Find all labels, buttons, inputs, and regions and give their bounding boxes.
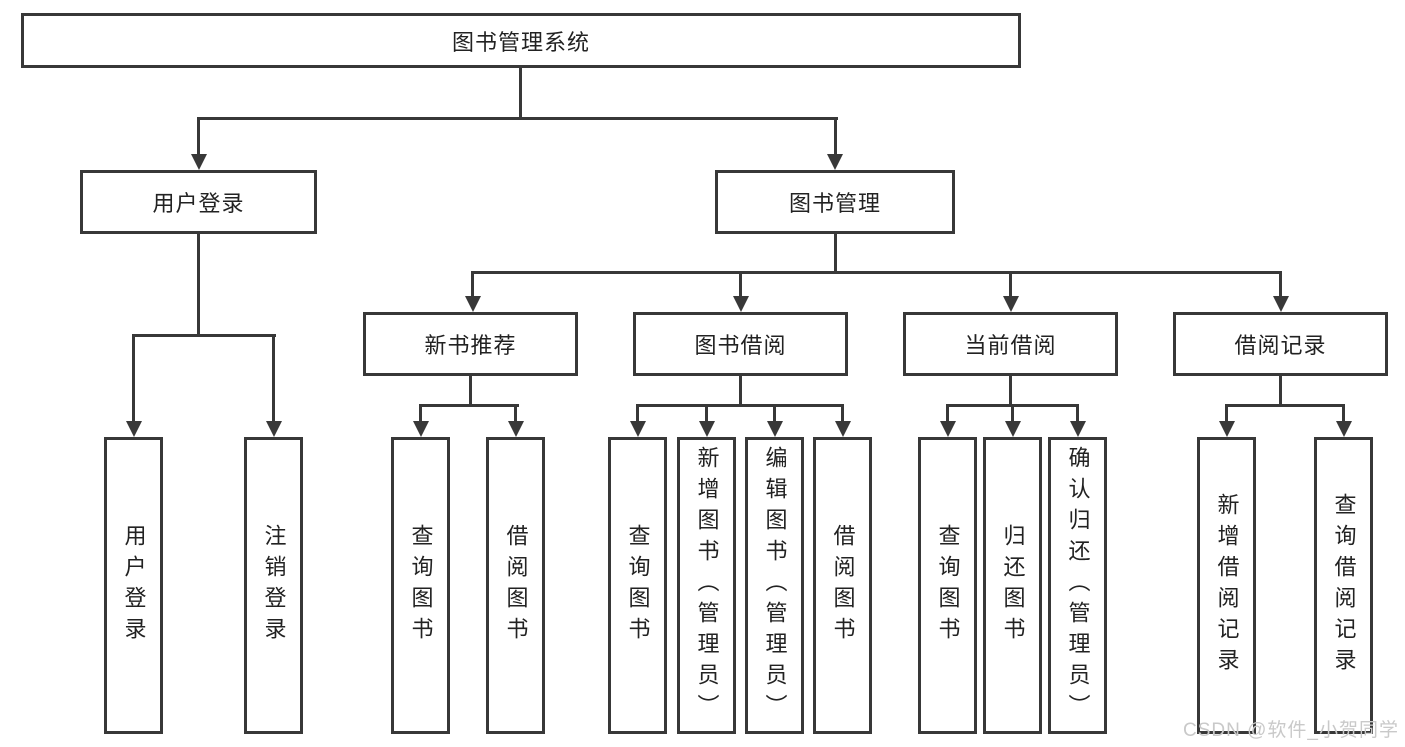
node-current-borrow: 当前借阅 — [903, 312, 1118, 376]
node-new-book-recommend-label: 新书推荐 — [424, 333, 517, 358]
leaf-bb-edit-book-admin: 编辑图书（管理员） — [745, 437, 804, 734]
arrowhead-current-borrow — [1002, 296, 1019, 312]
arrowhead-cb-query — [939, 421, 956, 437]
node-book-management: 图书管理 — [715, 170, 955, 234]
connector-drop-bb-add — [705, 403, 708, 423]
node-borrow-records-label: 借阅记录 — [1234, 333, 1327, 358]
leaf-bb-add-book-admin-label: 新增图书（管理员） — [694, 446, 720, 725]
leaf-cb-return-book-label: 归还图书 — [1000, 523, 1026, 648]
leaf-bb-edit-book-admin-label: 编辑图书（管理员） — [762, 446, 788, 725]
arrowhead-bb-query — [629, 421, 646, 437]
connector-drop-leaf-login — [132, 333, 135, 423]
connector-borrow-records-feed — [1279, 376, 1282, 405]
connector-drop-user-login — [197, 116, 200, 155]
connector-drop-cb-query — [946, 403, 949, 423]
leaf-br-add-record-label: 新增借阅记录 — [1214, 492, 1240, 679]
connector-drop-bb-edit — [773, 403, 776, 423]
leaf-nb-borrow-book-label: 借阅图书 — [503, 523, 529, 648]
connector-root-split — [197, 116, 838, 120]
connector-borrow-records-split — [1225, 403, 1344, 407]
arrowhead-leaf-logout — [265, 421, 282, 437]
connector-drop-nb-query — [419, 403, 422, 423]
leaf-br-query-record: 查询借阅记录 — [1314, 437, 1373, 734]
connector-root-feed — [519, 68, 522, 118]
leaf-nb-query-book: 查询图书 — [391, 437, 450, 734]
connector-book-borrow-feed — [739, 376, 742, 405]
node-book-borrow-label: 图书借阅 — [694, 333, 787, 358]
arrowhead-bb-add — [698, 421, 715, 437]
arrowhead-leaf-login — [125, 421, 142, 437]
node-current-borrow-label: 当前借阅 — [964, 333, 1057, 358]
leaf-bb-add-book-admin: 新增图书（管理员） — [677, 437, 736, 734]
node-new-book-recommend: 新书推荐 — [363, 312, 578, 376]
leaf-cb-return-book: 归还图书 — [983, 437, 1042, 734]
arrowhead-nb-query — [412, 421, 429, 437]
connector-drop-br-add — [1225, 403, 1228, 423]
arrowhead-new-book — [464, 296, 481, 312]
arrowhead-cb-return — [1004, 421, 1021, 437]
node-root: 图书管理系统 — [21, 13, 1021, 68]
node-borrow-records: 借阅记录 — [1173, 312, 1388, 376]
leaf-logout-label: 注销登录 — [261, 523, 287, 648]
node-user-login: 用户登录 — [80, 170, 317, 234]
leaf-cb-query-book-label: 查询图书 — [935, 523, 961, 648]
connector-book-management-split — [471, 270, 1282, 274]
arrowhead-br-add — [1218, 421, 1235, 437]
connector-drop-nb-borrow — [514, 403, 517, 423]
leaf-bb-borrow-book: 借阅图书 — [813, 437, 872, 734]
arrowhead-user-login — [190, 154, 207, 170]
arrowhead-book-management — [827, 154, 843, 170]
arrowhead-cb-confirm — [1069, 421, 1086, 437]
arrowhead-borrow-records — [1272, 296, 1289, 312]
leaf-cb-confirm-return-admin: 确认归还（管理员） — [1048, 437, 1107, 734]
leaf-nb-borrow-book: 借阅图书 — [486, 437, 545, 734]
connector-drop-bb-borrow — [841, 403, 844, 423]
csdn-watermark: CSDN @软件_小贺同学 — [1183, 720, 1399, 741]
connector-drop-book-borrow — [739, 270, 742, 299]
leaf-br-add-record: 新增借阅记录 — [1197, 437, 1256, 734]
arrowhead-bb-borrow — [834, 421, 851, 437]
arrowhead-br-query — [1335, 421, 1352, 437]
connector-drop-current-borrow — [1009, 270, 1012, 299]
connector-drop-book-management — [833, 116, 837, 155]
connector-book-management-feed — [833, 234, 837, 274]
node-user-login-label: 用户登录 — [152, 191, 245, 216]
connector-drop-borrow-records — [1279, 270, 1282, 299]
connector-current-borrow-feed — [1009, 376, 1012, 405]
leaf-bb-query-book: 查询图书 — [608, 437, 667, 734]
leaf-br-query-record-label: 查询借阅记录 — [1331, 492, 1357, 679]
connector-new-book-split — [419, 403, 519, 407]
connector-drop-cb-confirm — [1076, 403, 1079, 423]
node-book-management-label: 图书管理 — [788, 191, 881, 216]
leaf-user-login: 用户登录 — [104, 437, 163, 734]
connector-drop-new-book — [471, 270, 474, 299]
arrowhead-bb-edit — [766, 421, 783, 437]
arrowhead-nb-borrow — [507, 421, 524, 437]
leaf-bb-query-book-label: 查询图书 — [625, 523, 651, 648]
leaf-cb-query-book: 查询图书 — [918, 437, 977, 734]
leaf-bb-borrow-book-label: 借阅图书 — [830, 523, 856, 648]
connector-drop-cb-return — [1011, 403, 1014, 423]
connector-drop-leaf-logout — [272, 333, 275, 423]
connector-user-login-split — [132, 333, 276, 337]
node-root-label: 图书管理系统 — [451, 29, 590, 55]
leaf-user-login-label: 用户登录 — [121, 523, 147, 648]
connector-drop-bb-query — [636, 403, 639, 423]
leaf-nb-query-book-label: 查询图书 — [408, 523, 434, 648]
connector-drop-br-query — [1342, 403, 1345, 423]
connector-new-book-feed — [469, 376, 472, 405]
connector-book-borrow-split — [636, 403, 844, 407]
leaf-logout: 注销登录 — [244, 437, 303, 734]
arrowhead-book-borrow — [732, 296, 749, 312]
node-book-borrow: 图书借阅 — [633, 312, 848, 376]
connector-user-login-feed — [197, 234, 200, 335]
leaf-cb-confirm-return-admin-label: 确认归还（管理员） — [1065, 446, 1091, 725]
